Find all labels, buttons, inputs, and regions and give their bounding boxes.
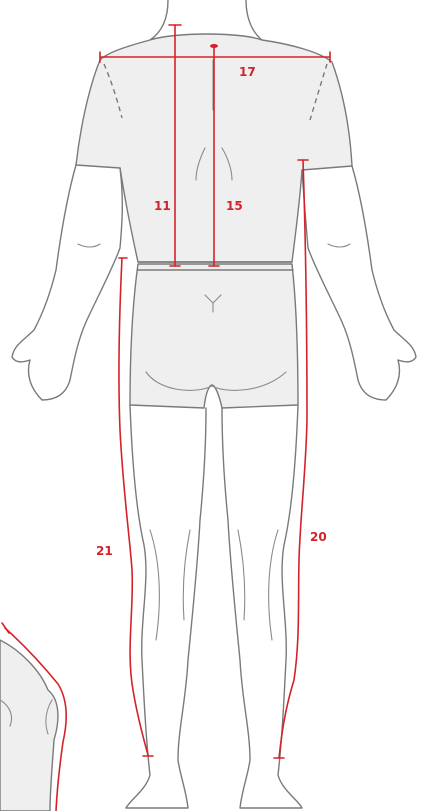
knee-inset [0, 640, 58, 811]
right-elbow-detail [328, 244, 350, 247]
left-leg [126, 405, 206, 808]
right-calf-detail [238, 530, 278, 640]
measurement-label-17: 17 [239, 66, 256, 78]
left-calf-detail [150, 530, 190, 640]
right-leg [222, 405, 302, 808]
left-elbow-detail [78, 244, 100, 247]
measurement-label-21: 21 [96, 545, 113, 557]
measurement-label-20: 20 [310, 531, 327, 543]
measurement-label-15: 15 [226, 200, 243, 212]
left-arm [12, 165, 122, 400]
measurement-label-11: 11 [154, 200, 171, 212]
right-arm [302, 166, 416, 400]
